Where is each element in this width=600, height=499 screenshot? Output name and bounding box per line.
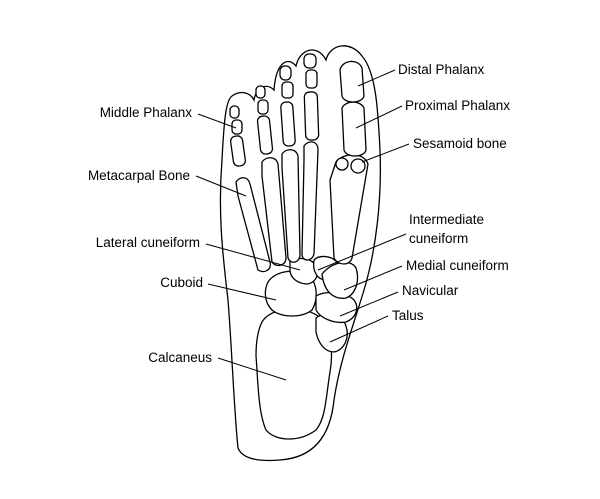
leader-calcaneus [217,357,287,381]
metatarsal-4-bone [261,157,287,267]
sesamoid-bone-lateral [350,158,366,174]
leader-middle-phalanx [197,113,237,129]
leader-sesamoid-bone [361,143,410,163]
distal-phalanx-2 [303,53,317,69]
distal-phalanx-3 [279,65,292,81]
label-navicular: Navicular [402,283,459,298]
leader-proximal-phalanx [355,105,403,129]
leader-metacarpal-bone [195,175,247,197]
leader-navicular [339,291,399,317]
middle-phalanx-4 [257,99,269,115]
label-proximal-phalanx: Proximal Phalanx [405,98,510,113]
distal-phalanx-1 [339,60,365,103]
label-sesamoid-bone: Sesamoid bone [413,136,507,151]
label-talus: Talus [392,308,424,323]
label-calcaneus: Calcaneus [148,350,212,365]
label-intermediate-cuneiform-line1: Intermediate [409,212,484,227]
label-metacarpal-bone: Metacarpal Bone [88,168,190,183]
leader-talus [329,315,389,343]
distal-phalanx-4 [255,85,266,99]
leader-cuboid [207,283,277,301]
label-lateral-cuneiform: Lateral cuneiform [96,235,200,250]
label-medial-cuneiform: Medial cuneiform [406,258,509,273]
proximal-phalanx-4 [256,115,274,155]
metatarsal-1-bone [329,154,369,265]
leader-distal-phalanx [357,69,396,87]
label-distal-phalanx: Distal Phalanx [398,62,485,77]
sesamoid-bone-medial [335,157,349,171]
proximal-phalanx-5 [229,135,247,167]
middle-phalanx-3 [281,81,294,99]
proximal-phalanx-3 [280,101,296,147]
proximal-phalanx-2 [303,91,320,141]
label-intermediate-cuneiform-line2: cuneiform [409,231,468,246]
leader-medial-cuneiform [343,265,403,291]
label-middle-phalanx: Middle Phalanx [100,105,193,120]
metatarsal-2-bone [301,141,319,261]
leader-lateral-cuneiform [205,243,301,271]
leader-intermediate-cuneiform [317,233,407,271]
proximal-phalanx-1 [341,101,367,157]
label-cuboid: Cuboid [160,275,203,290]
distal-phalanx-5 [229,105,240,119]
middle-phalanx-2 [305,69,318,89]
metatarsal-3-bone [281,149,301,263]
foot-outline [219,45,381,462]
